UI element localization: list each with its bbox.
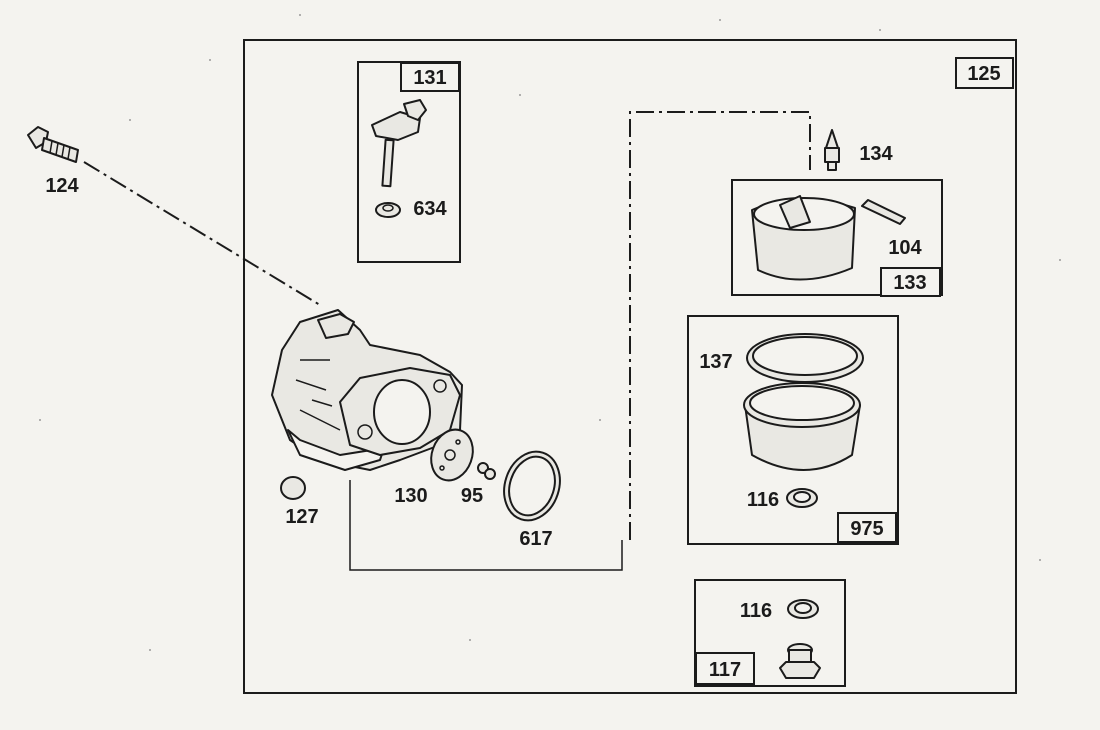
drain-kit-tag-box — [695, 652, 755, 685]
oring-part[interactable] — [496, 444, 569, 527]
assembly-label: 125 — [967, 63, 1000, 85]
pin-label: 104 — [888, 237, 922, 259]
bowl-seal-label: 116 — [747, 489, 779, 511]
plug-part[interactable] — [280, 476, 306, 500]
lever-kit-label: 131 — [413, 67, 446, 89]
bowl-part[interactable] — [743, 382, 861, 471]
drain-seal-part[interactable] — [787, 599, 819, 619]
float-kit-tag-box — [880, 267, 941, 297]
assembly-tag-box — [955, 57, 1014, 89]
bolt-label: 124 — [45, 175, 79, 197]
bowl-kit-box — [687, 315, 899, 545]
needle-part[interactable] — [824, 129, 840, 171]
throttle-lever-part[interactable] — [371, 99, 427, 188]
bushing-label: 634 — [413, 198, 447, 220]
oring-label: 617 — [519, 528, 552, 550]
drain-kit-box — [694, 579, 846, 687]
needle-label: 134 — [859, 143, 893, 165]
screws-label: 95 — [461, 485, 483, 507]
drain-seal-label: 116 — [740, 600, 772, 622]
bowl-kit-tag-box — [837, 512, 897, 543]
float-oring-label: 137 — [699, 351, 732, 373]
bolt-leader-line — [83, 161, 321, 306]
screws-part[interactable] — [477, 462, 496, 480]
float-kit-label: 133 — [893, 272, 926, 294]
drain-screw-part[interactable] — [779, 643, 821, 679]
pin-part[interactable] — [861, 199, 906, 225]
bolt-124[interactable] — [27, 126, 79, 163]
float-bracket-line — [629, 111, 811, 540]
float-oring-part[interactable] — [746, 333, 864, 383]
gasket-part[interactable] — [424, 424, 479, 487]
assembly-frame — [243, 39, 1017, 694]
lever-kit-tag-box — [400, 62, 460, 92]
float-kit-box — [731, 179, 943, 296]
gasket-label: 130 — [394, 485, 427, 507]
bowl-seal-part[interactable] — [786, 488, 818, 508]
bowl-kit-label: 975 — [850, 518, 883, 540]
scan-noise — [39, 14, 1061, 651]
drain-kit-label: 117 — [709, 659, 741, 681]
float-part[interactable] — [751, 195, 856, 281]
plug-label: 127 — [285, 506, 318, 528]
carburetor-body[interactable] — [271, 309, 463, 471]
bushing-part[interactable] — [375, 202, 401, 218]
carb-bracket-line — [349, 480, 623, 571]
